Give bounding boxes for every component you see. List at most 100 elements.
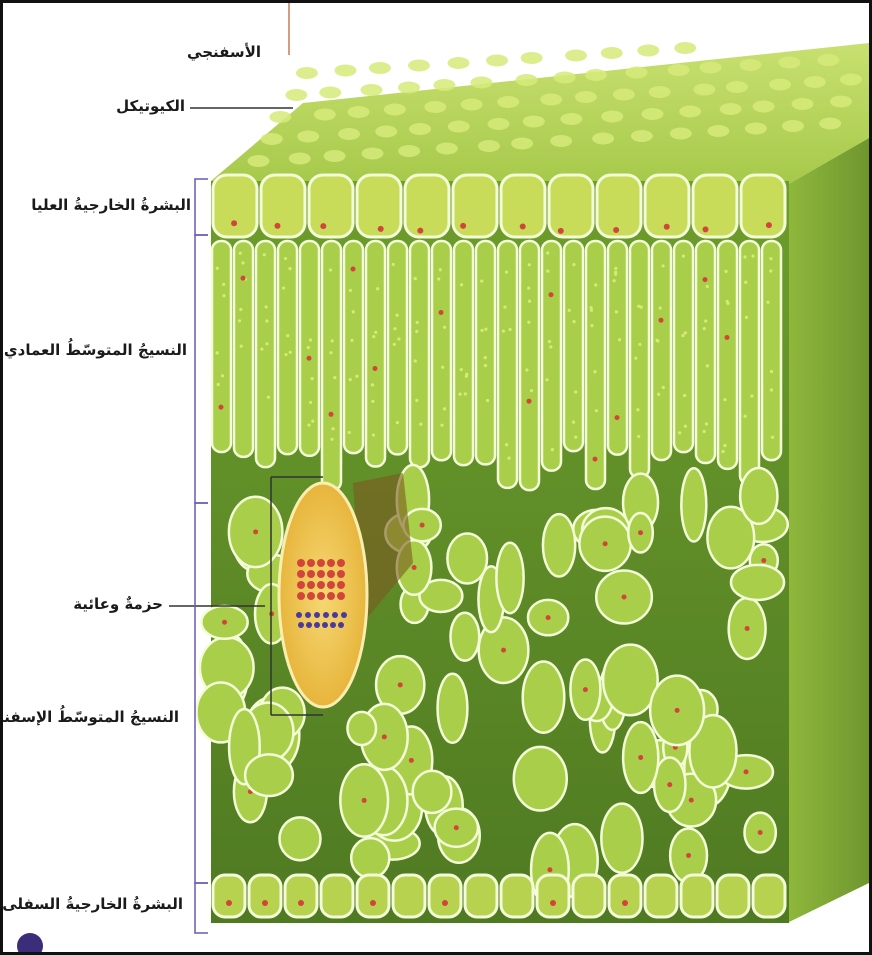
cell-nucleus <box>439 310 444 315</box>
top-cell-bump <box>601 111 623 123</box>
chloroplast <box>348 431 351 434</box>
lower-epidermis-cell <box>717 875 749 917</box>
top-cell-bump <box>575 91 597 103</box>
chloroplast <box>282 286 285 289</box>
chloroplast <box>222 294 225 297</box>
cell-nucleus <box>320 223 326 229</box>
phloem-cell <box>306 622 312 628</box>
spongy-cell <box>523 662 565 733</box>
chloroplast <box>640 306 643 309</box>
cell-nucleus <box>417 228 423 234</box>
chloroplast <box>744 415 747 418</box>
lower-epidermis-cell <box>501 875 533 917</box>
chloroplast <box>284 257 287 260</box>
spongy-cell <box>245 754 293 796</box>
chloroplast <box>414 359 417 362</box>
chloroplast <box>769 269 772 272</box>
spongy-cell <box>347 712 376 745</box>
lower-epidermis-cell <box>393 875 425 917</box>
chloroplast <box>350 339 353 342</box>
chloroplast <box>502 329 505 332</box>
chloroplast <box>682 255 685 258</box>
top-cell-bump <box>486 55 508 67</box>
cell-nucleus <box>460 223 466 229</box>
chloroplast <box>505 271 508 274</box>
chloroplast <box>614 267 617 270</box>
top-cell-bump <box>739 59 761 71</box>
cell-nucleus <box>373 366 378 371</box>
palisade-cell <box>498 241 517 488</box>
cell-nucleus <box>766 222 772 228</box>
cell-nucleus <box>219 405 224 410</box>
chloroplast <box>530 389 533 392</box>
cell-nucleus <box>527 399 532 404</box>
lower-epidermis-cell <box>573 875 605 917</box>
chloroplast <box>613 279 616 282</box>
palisade-cell <box>630 241 649 478</box>
label-palisade-mesophyll: النسيجُ المتوسّطُ العمادي <box>4 341 187 359</box>
chloroplast <box>464 392 467 395</box>
chloroplast <box>333 376 336 379</box>
xylem-cell <box>317 581 325 589</box>
top-cell-bump <box>637 45 659 57</box>
top-cell-bump <box>511 138 533 150</box>
spongy-cell <box>351 838 389 878</box>
xylem-cell <box>297 559 305 567</box>
palisade-cell <box>586 241 605 489</box>
cell-nucleus <box>664 224 670 230</box>
chloroplast <box>726 302 729 305</box>
top-cell-bump <box>565 50 587 62</box>
cell-nucleus <box>603 541 608 546</box>
chloroplast <box>743 255 746 258</box>
cell-nucleus <box>274 223 280 229</box>
chloroplast <box>484 328 487 331</box>
chloroplast <box>441 366 444 369</box>
chloroplast <box>505 443 508 446</box>
page-corner-badge <box>17 933 43 955</box>
top-cell-bump <box>319 87 341 99</box>
xylem-cell <box>297 581 305 589</box>
chloroplast <box>770 370 773 373</box>
top-cell-bump <box>324 150 346 162</box>
chloroplast <box>655 339 658 342</box>
chloroplast <box>415 330 418 333</box>
palisade-cell <box>322 241 341 491</box>
phloem-cell <box>330 622 336 628</box>
chloroplast <box>683 394 686 397</box>
palisade-cell <box>454 241 473 465</box>
cell-nucleus <box>420 523 425 528</box>
top-cell-bump <box>470 77 492 89</box>
chloroplast <box>331 427 334 430</box>
top-cell-bump <box>585 69 607 81</box>
chloroplast <box>416 321 419 324</box>
palisade-cell <box>564 241 583 451</box>
top-cell-bump <box>360 84 382 96</box>
label-vascular-bundle: حزمةٌ وعائية <box>73 595 163 613</box>
palisade-cell <box>608 241 627 455</box>
cell-nucleus <box>745 626 750 631</box>
xylem-cell <box>327 592 335 600</box>
chloroplast <box>395 314 398 317</box>
phloem-cell <box>305 612 311 618</box>
top-cell-bump <box>668 64 690 76</box>
top-cell-bump <box>792 98 814 110</box>
chloroplast <box>551 448 554 451</box>
chloroplast <box>662 386 665 389</box>
spongy-cell <box>438 674 468 743</box>
chloroplast <box>309 338 312 341</box>
xylem-cell <box>307 559 315 567</box>
chloroplast <box>349 289 352 292</box>
chloroplast <box>525 368 528 371</box>
chloroplast <box>751 254 754 257</box>
chloroplast <box>443 326 446 329</box>
cell-nucleus <box>667 782 672 787</box>
cell-nucleus <box>593 457 598 462</box>
cell-nucleus <box>703 277 708 282</box>
top-cell-bump <box>782 120 804 132</box>
top-cell-bump <box>753 101 775 113</box>
cell-nucleus <box>362 798 367 803</box>
chloroplast <box>638 343 641 346</box>
chloroplast <box>480 329 483 332</box>
chloroplast <box>548 340 551 343</box>
top-cell-bump <box>554 72 576 84</box>
